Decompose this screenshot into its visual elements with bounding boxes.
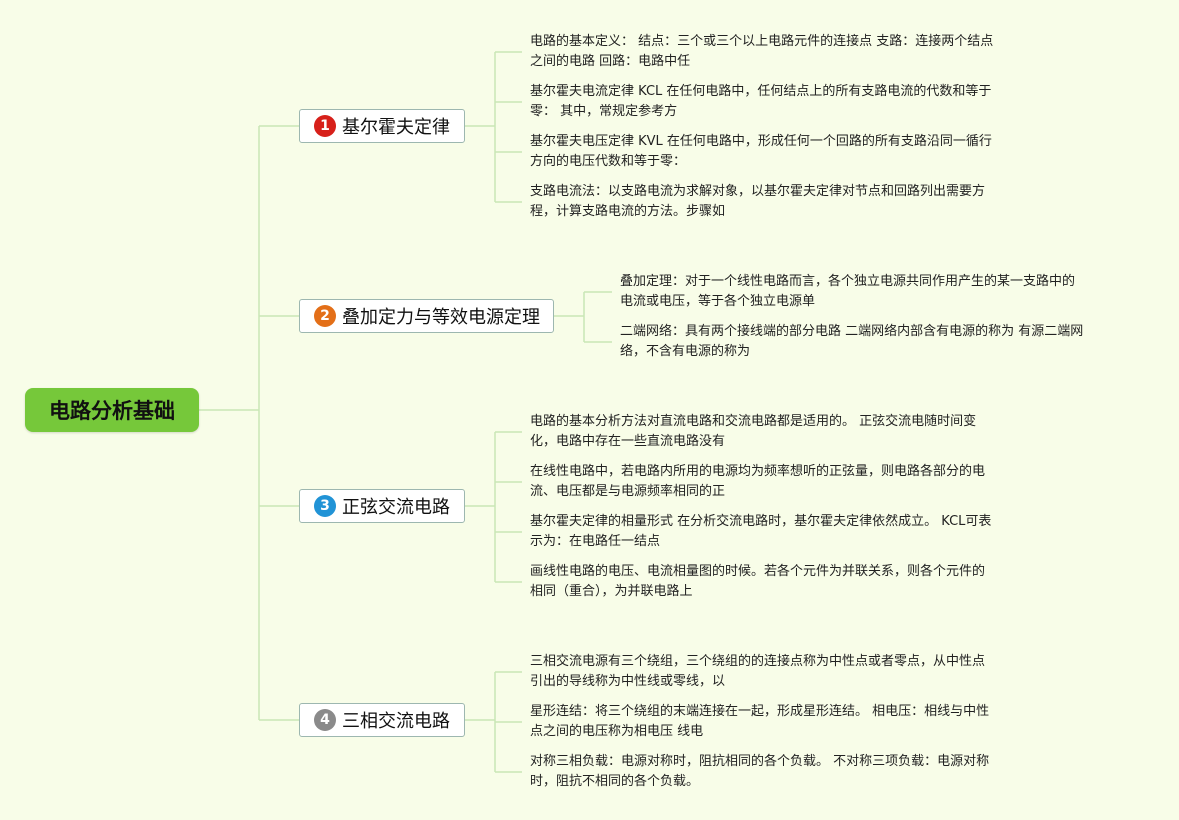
leaf-text-line: 流、电压都是与电源频率相同的正 [530, 484, 726, 499]
leaf-text-line: 支路电流法：以支路电流为求解对象，以基尔霍夫定律对节点和回路列出需要方 [530, 184, 986, 199]
leaf-note[interactable]: 对称三相负载：电源对称时，阻抗相同的各个负载。 不对称三项负载：电源对称时，阻抗… [530, 752, 989, 792]
leaf-note[interactable]: 基尔霍夫电流定律 KCL 在任何电路中，任何结点上的所有支路电流的代数和等于零：… [530, 82, 991, 122]
leaf-text-line: 之间的电路 回路：电路中任 [530, 54, 691, 69]
leaf-text-line: 时，阻抗不相同的各个负载。 [530, 774, 700, 789]
leaf-text-line: 基尔霍夫定律的相量形式 在分析交流电路时，基尔霍夫定律依然成立。 KCL可表 [530, 514, 992, 529]
leaf-text-line: 画线性电路的电压、电流相量图的时候。若各个元件为并联关系，则各个元件的 [530, 564, 986, 579]
leaf-note[interactable]: 叠加定理：对于一个线性电路而言，各个独立电源共同作用产生的某一支路中的电流或电压… [620, 272, 1075, 312]
leaf-text-line: 电路的基本定义： 结点：三个或三个以上电路元件的连接点 支路：连接两个结点 [530, 34, 994, 49]
branch-label: 基尔霍夫定律 [342, 117, 450, 138]
branch-node-2[interactable]: 2 叠加定力与等效电源定理 [299, 299, 554, 333]
root-node[interactable]: 电路分析基础 [25, 388, 199, 432]
leaf-note[interactable]: 星形连结：将三个绕组的末端连接在一起，形成星形连结。 相电压：相线与中性点之间的… [530, 702, 989, 742]
leaf-text-line: 基尔霍夫电压定律 KVL 在任何电路中，形成任何一个回路的所有支路沿同一循行 [530, 134, 992, 149]
branch-label: 正弦交流电路 [342, 497, 450, 518]
leaf-text-line: 示为：在电路任一结点 [530, 534, 661, 549]
branch-node-3[interactable]: 3 正弦交流电路 [299, 489, 465, 523]
number-badge-icon: 1 [314, 115, 336, 137]
leaf-note[interactable]: 三相交流电源有三个绕组，三个绕组的的连接点称为中性点或者零点，从中性点引出的导线… [530, 652, 985, 692]
leaf-text-line: 程，计算支路电流的方法。步骤如 [530, 204, 726, 219]
leaf-note[interactable]: 在线性电路中，若电路内所用的电源均为频率想听的正弦量，则电路各部分的电流、电压都… [530, 462, 985, 502]
leaf-note[interactable]: 电路的基本分析方法对直流电路和交流电路都是适用的。 正弦交流电随时间变化，电路中… [530, 412, 976, 452]
leaf-text-line: 对称三相负载：电源对称时，阻抗相同的各个负载。 不对称三项负载：电源对称 [530, 754, 990, 769]
leaf-text-line: 相同（重合），为并联电路上 [530, 584, 693, 599]
leaf-text-line: 叠加定理：对于一个线性电路而言，各个独立电源共同作用产生的某一支路中的 [620, 274, 1076, 289]
leaf-text-line: 络，不含有电源的称为 [620, 344, 751, 359]
leaf-text-line: 方向的电压代数和等于零： [530, 154, 687, 169]
number-badge-icon: 3 [314, 495, 336, 517]
leaf-note[interactable]: 二端网络：具有两个接线端的部分电路 二端网络内部含有电源的称为 有源二端网络，不… [620, 322, 1083, 362]
leaf-text-line: 电流或电压，等于各个独立电源单 [620, 294, 816, 309]
number-badge-icon: 4 [314, 709, 336, 731]
number-badge-icon: 2 [314, 305, 336, 327]
branch-node-4[interactable]: 4 三相交流电路 [299, 703, 465, 737]
leaf-text-line: 点之间的电压称为相电压 线电 [530, 724, 704, 739]
leaf-note[interactable]: 支路电流法：以支路电流为求解对象，以基尔霍夫定律对节点和回路列出需要方程，计算支… [530, 182, 985, 222]
leaf-text-line: 二端网络：具有两个接线端的部分电路 二端网络内部含有电源的称为 有源二端网 [620, 324, 1084, 339]
branch-label: 三相交流电路 [342, 711, 450, 732]
leaf-text-line: 零： 其中，常规定参考方 [530, 104, 678, 119]
leaf-text-line: 电路的基本分析方法对直流电路和交流电路都是适用的。 正弦交流电随时间变 [530, 414, 977, 429]
leaf-note[interactable]: 基尔霍夫定律的相量形式 在分析交流电路时，基尔霍夫定律依然成立。 KCL可表示为… [530, 512, 991, 552]
leaf-text-line: 引出的导线称为中性线或零线，以 [530, 674, 726, 689]
leaf-text-line: 化，电路中存在一些直流电路没有 [530, 434, 726, 449]
leaf-note[interactable]: 画线性电路的电压、电流相量图的时候。若各个元件为并联关系，则各个元件的相同（重合… [530, 562, 985, 602]
leaf-text-line: 在线性电路中，若电路内所用的电源均为频率想听的正弦量，则电路各部分的电 [530, 464, 986, 479]
branch-label: 叠加定力与等效电源定理 [342, 307, 540, 328]
leaf-note[interactable]: 电路的基本定义： 结点：三个或三个以上电路元件的连接点 支路：连接两个结点之间的… [530, 32, 993, 72]
leaf-note[interactable]: 基尔霍夫电压定律 KVL 在任何电路中，形成任何一个回路的所有支路沿同一循行方向… [530, 132, 992, 172]
leaf-text-line: 三相交流电源有三个绕组，三个绕组的的连接点称为中性点或者零点，从中性点 [530, 654, 986, 669]
leaf-text-line: 星形连结：将三个绕组的末端连接在一起，形成星形连结。 相电压：相线与中性 [530, 704, 990, 719]
branch-node-1[interactable]: 1 基尔霍夫定律 [299, 109, 465, 143]
leaf-text-line: 基尔霍夫电流定律 KCL 在任何电路中，任何结点上的所有支路电流的代数和等于 [530, 84, 992, 99]
